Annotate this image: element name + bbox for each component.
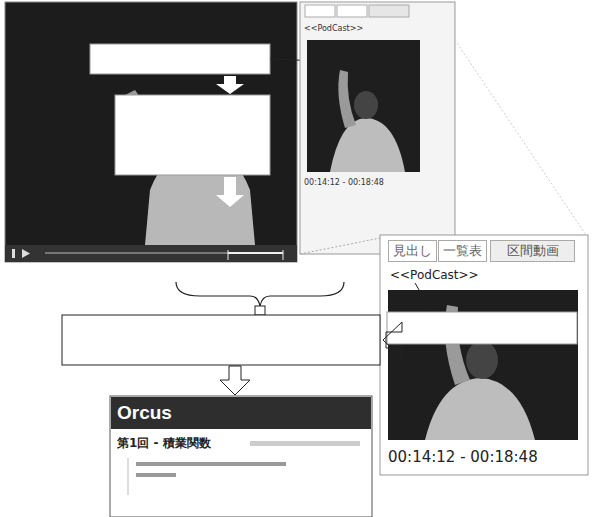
blank-box — [90, 44, 270, 74]
player-bar — [5, 245, 297, 262]
tab-box: 区間動画 — [490, 240, 575, 262]
tab-label: 一覧表 — [443, 242, 482, 260]
page-body: 第1回 - 積業関数Orcus — [111, 397, 371, 447]
page-title: 第1回 - 積業関数 — [117, 435, 211, 452]
video-thumbnail — [307, 40, 420, 172]
tab-label: 見出し — [393, 242, 432, 260]
blank-box — [62, 315, 380, 365]
site-name: Orcus — [117, 402, 172, 424]
video-thumbnail — [388, 290, 578, 440]
down-arrow — [216, 177, 244, 207]
time-range: 00:14:12 - 00:18:48 — [304, 178, 384, 187]
time-range: 00:14:12 - 00:18:48 — [388, 448, 538, 466]
zoom-line — [300, 238, 380, 254]
tab-box: 見出し — [388, 240, 437, 262]
video-frame — [5, 2, 297, 262]
source-label: <<PodCast>> — [304, 24, 363, 33]
side-panel — [300, 2, 455, 254]
brace — [176, 282, 344, 306]
tab-label: 区間動画 — [507, 242, 559, 260]
source-label: <<PodCast>> — [390, 268, 479, 282]
zoom-line — [455, 40, 588, 238]
hollow-arrow — [383, 322, 402, 358]
zoom-panel — [380, 235, 588, 475]
leader-line — [415, 283, 432, 312]
tab-box: 一覧表 — [438, 240, 487, 262]
web-page — [110, 396, 372, 517]
hollow-arrow — [220, 366, 250, 395]
down-arrow — [216, 76, 244, 94]
page-header: Orcus — [111, 397, 371, 429]
blank-box — [387, 312, 577, 344]
blank-box — [115, 95, 270, 175]
